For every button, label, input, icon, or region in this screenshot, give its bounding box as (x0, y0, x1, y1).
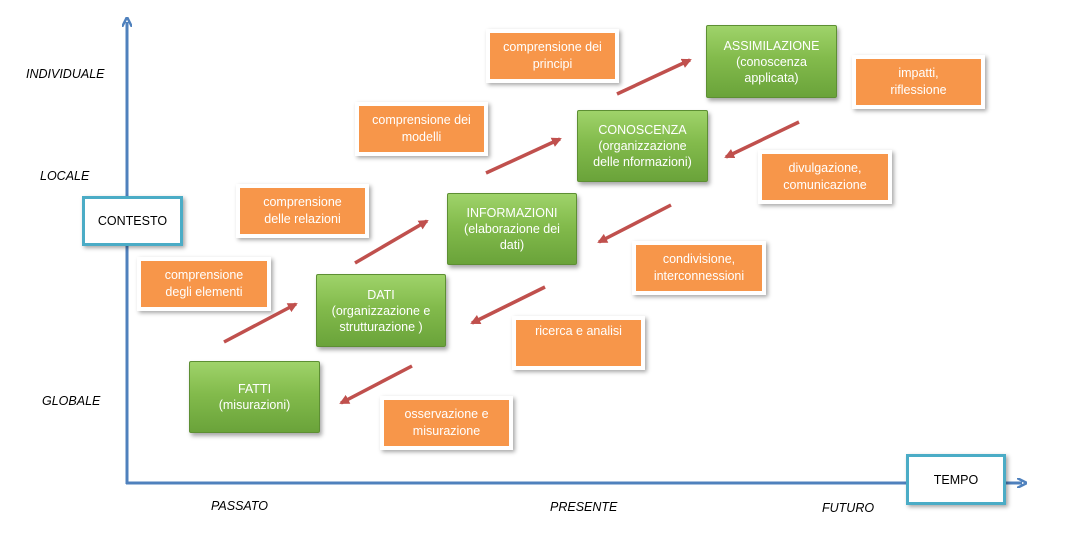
down-step-osservazione-line-2: misurazione (412, 424, 481, 438)
down-step-ricerca-line-1: ricerca e analisi (535, 324, 622, 338)
up-step-elementi-line-2: degli elementi (165, 285, 243, 299)
arrow-down-3 (470, 285, 546, 325)
down-step-impatti: impatti, riflessione (852, 55, 985, 109)
y-axis-title-box: CONTESTO (82, 196, 183, 246)
level-informazioni-desc-1: (elaborazione dei (464, 222, 560, 236)
down-step-condivisione: condivisione, interconnessioni (632, 241, 766, 295)
y-axis-title: CONTESTO (97, 214, 168, 228)
downward-arrows (339, 120, 800, 405)
level-conoscenza-title: CONOSCENZA (598, 123, 687, 137)
y-level-locale: LOCALE (40, 169, 90, 183)
up-step-elementi: comprensione degli elementi (137, 257, 271, 311)
up-step-modelli-line-1: comprensione dei (372, 113, 471, 127)
up-step-modelli: comprensione dei modelli (355, 102, 488, 156)
x-period-futuro: FUTURO (822, 501, 875, 515)
y-level-globale: GLOBALE (42, 394, 101, 408)
upward-arrows (223, 58, 692, 344)
down-step-condivisione-line-1: condivisione, (662, 252, 736, 266)
level-dati-desc-1: (organizzazione e (331, 303, 431, 318)
arrow-up-2 (354, 219, 429, 265)
level-assimilazione-desc-2: applicata) (744, 70, 799, 85)
level-informazioni: INFORMAZIONI (elaborazione dei dati) (447, 193, 577, 265)
up-step-elementi-line-1: comprensione (164, 268, 244, 282)
level-informazioni-title: INFORMAZIONI (466, 206, 558, 220)
down-step-osservazione-line-1: osservazione e (404, 407, 489, 421)
x-axis-title-box: TEMPO (906, 454, 1006, 505)
level-assimilazione-desc-1: (conoscenza (736, 54, 807, 69)
arrow-up-1 (223, 302, 298, 344)
down-step-osservazione: osservazione e misurazione (380, 396, 513, 450)
x-period-passato: PASSATO (211, 499, 268, 513)
arrow-down-1 (724, 120, 800, 159)
level-dati-title: DATI (367, 287, 395, 302)
up-step-principi-line-2: principi (532, 57, 573, 71)
arrow-down-2 (597, 203, 672, 244)
up-step-principi-line-1: comprensione dei (503, 40, 602, 54)
down-step-ricerca: ricerca e analisi (512, 316, 645, 370)
level-fatti: FATTI (misurazioni) (189, 361, 320, 433)
level-dati: DATI (organizzazione e strutturazione ) (316, 274, 446, 347)
down-step-condivisione-line-2: interconnessioni (653, 269, 745, 283)
level-assimilazione-title: ASSIMILAZIONE (723, 38, 820, 53)
level-conoscenza: CONOSCENZA (organizzazione delle nformaz… (577, 110, 708, 182)
arrow-up-3 (485, 137, 562, 175)
level-assimilazione: ASSIMILAZIONE (conoscenza applicata) (706, 25, 837, 98)
down-step-impatti-line-2: riflessione (890, 83, 947, 97)
level-dati-desc-2: strutturazione ) (339, 319, 423, 334)
up-step-relazioni: comprensione delle relazioni (236, 184, 369, 238)
y-level-individuale: INDIVIDUALE (26, 67, 105, 81)
up-step-relazioni-line-2: delle relazioni (264, 212, 341, 226)
down-step-divulgazione-line-1: divulgazione, (788, 161, 862, 175)
up-step-relazioni-line-1: comprensione (263, 195, 342, 209)
level-fatti-title: FATTI (237, 382, 272, 396)
arrow-down-4 (339, 364, 413, 405)
level-fatti-desc: (misurazioni) (218, 398, 291, 412)
x-period-presente: PRESENTE (550, 500, 618, 514)
up-step-modelli-line-2: modelli (401, 130, 442, 144)
up-step-principi: comprensione dei principi (486, 29, 619, 83)
level-informazioni-desc-2: dati) (499, 238, 525, 252)
down-step-divulgazione-line-2: comunicazione (783, 178, 867, 192)
level-conoscenza-desc-2: delle nformazioni) (593, 155, 692, 169)
down-step-impatti-line-1: impatti, (898, 66, 939, 80)
x-axis-title: TEMPO (933, 472, 979, 487)
level-conoscenza-desc-1: (organizzazione (598, 139, 687, 153)
down-step-divulgazione: divulgazione, comunicazione (758, 150, 892, 204)
arrow-up-4 (616, 58, 692, 96)
